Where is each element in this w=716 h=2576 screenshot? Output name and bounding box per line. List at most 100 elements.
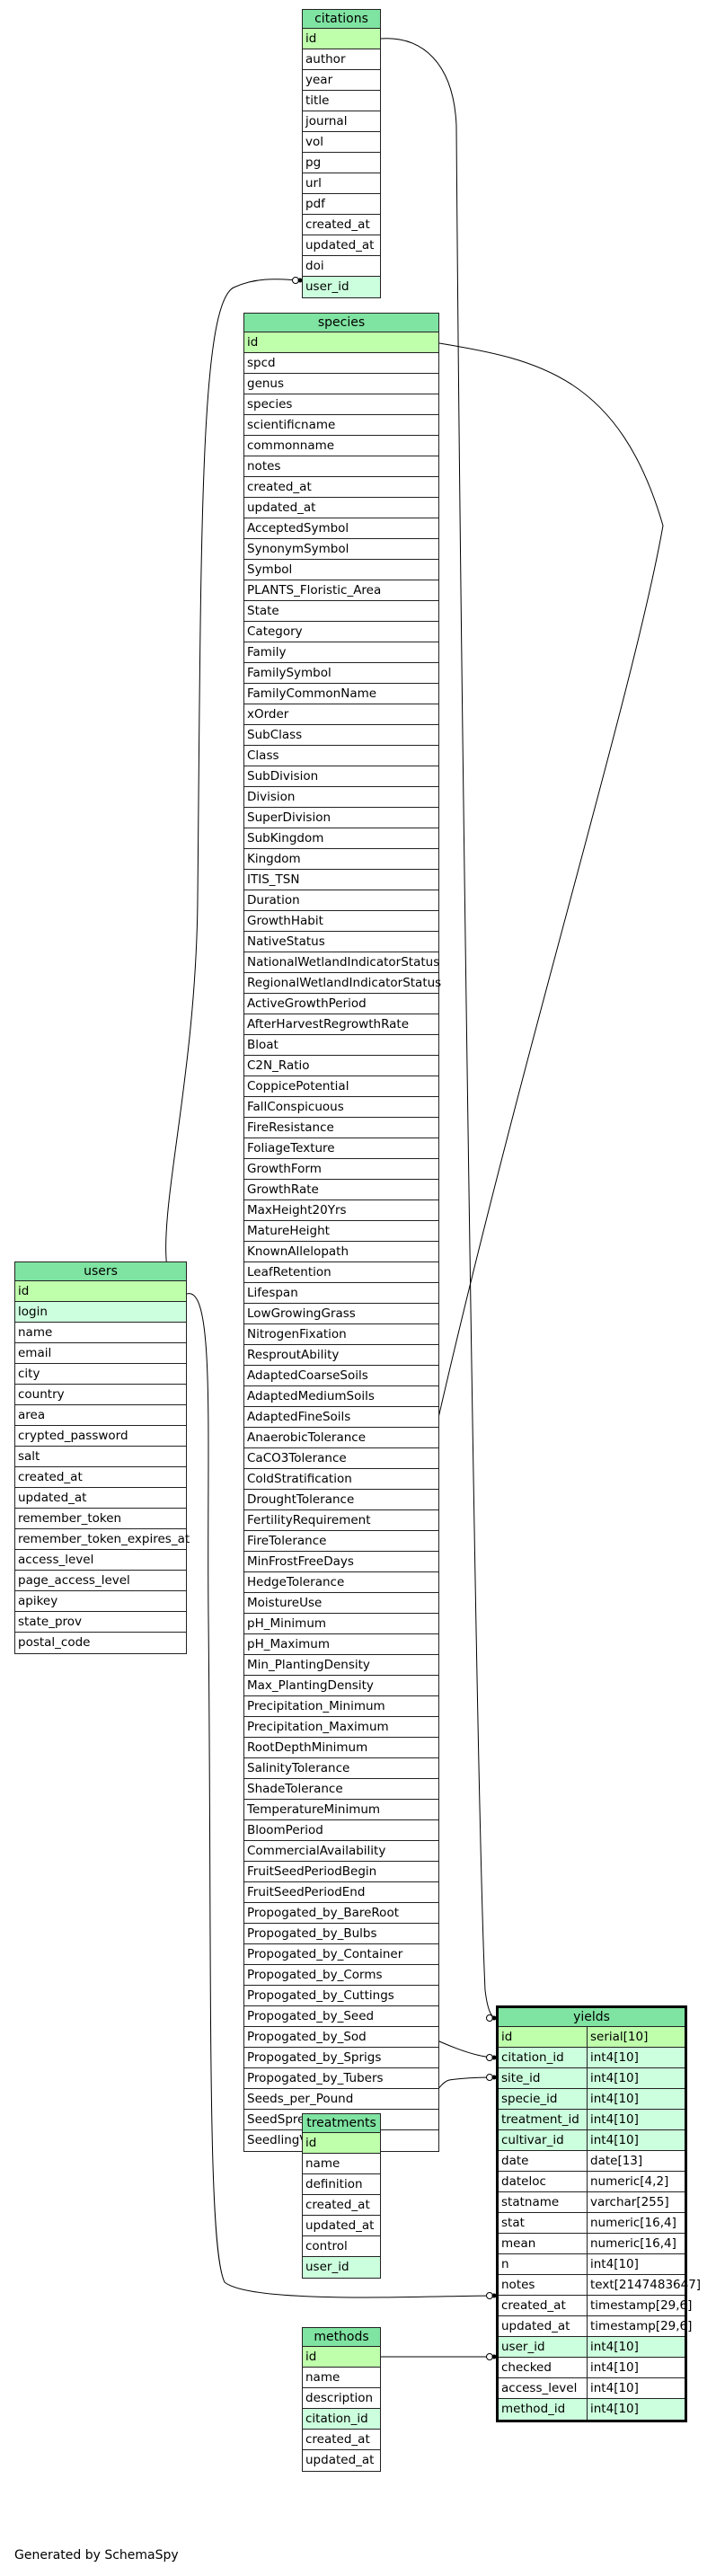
column-row[interactable]: Division <box>244 787 438 808</box>
column-row[interactable]: Bloat <box>244 1035 438 1056</box>
column-row[interactable]: name <box>15 1323 186 1343</box>
column-row[interactable]: journal <box>303 111 380 132</box>
column-row[interactable]: Propogated_by_Cuttings <box>244 1986 438 2006</box>
column-row[interactable]: remember_token <box>15 1509 186 1529</box>
column-row[interactable]: SuperDivision <box>244 808 438 828</box>
column-row[interactable]: FertilityRequirement <box>244 1510 438 1531</box>
column-row[interactable]: SynonymSymbol <box>244 539 438 560</box>
column-row[interactable]: id <box>303 2347 380 2368</box>
column-row[interactable]: AfterHarvestRegrowthRate <box>244 1014 438 1035</box>
column-row[interactable]: city <box>15 1364 186 1385</box>
column-row[interactable]: CoppicePotential <box>244 1076 438 1097</box>
column-row[interactable]: updated_at <box>303 235 380 256</box>
column-row[interactable]: Propogated_by_Seed <box>244 2006 438 2027</box>
column-row[interactable]: GrowthHabit <box>244 911 438 932</box>
column-row[interactable]: HedgeTolerance <box>244 1572 438 1593</box>
column-row[interactable]: spcd <box>244 353 438 374</box>
column-row[interactable]: AdaptedCoarseSoils <box>244 1366 438 1386</box>
column-row[interactable]: url <box>303 173 380 194</box>
column-row[interactable]: ActiveGrowthPeriod <box>244 994 438 1014</box>
column-row[interactable]: FoliageTexture <box>244 1138 438 1159</box>
column-row[interactable]: xOrder <box>244 704 438 725</box>
column-row[interactable]: Propogated_by_Tubers <box>244 2068 438 2089</box>
column-row[interactable]: ITIS_TSN <box>244 870 438 890</box>
column-row[interactable]: doi <box>303 256 380 277</box>
column-row[interactable]: salt <box>15 1447 186 1467</box>
column-row[interactable]: updated_at <box>303 2216 380 2236</box>
column-row[interactable]: definition <box>303 2174 380 2195</box>
column-row[interactable]: created_at <box>303 2195 380 2216</box>
column-row[interactable]: Propogated_by_Sprigs <box>244 2048 438 2068</box>
column-row[interactable]: PLANTS_Floristic_Area <box>244 580 438 601</box>
column-row[interactable]: pg <box>303 153 380 173</box>
column-row[interactable]: KnownAllelopath <box>244 1242 438 1262</box>
column-row[interactable]: Precipitation_Maximum <box>244 1717 438 1738</box>
column-row[interactable]: FamilyCommonName <box>244 684 438 704</box>
column-row[interactable]: ShadeTolerance <box>244 1779 438 1800</box>
column-row[interactable]: SalinityTolerance <box>244 1758 438 1779</box>
column-row[interactable]: email <box>15 1343 186 1364</box>
column-row[interactable]: crypted_password <box>15 1426 186 1447</box>
column-row[interactable]: page_access_level <box>15 1571 186 1591</box>
column-row[interactable]: Propogated_by_Sod <box>244 2027 438 2048</box>
column-row[interactable]: Duration <box>244 890 438 911</box>
column-row[interactable]: TemperatureMinimum <box>244 1800 438 1820</box>
column-row[interactable]: SubKingdom <box>244 828 438 849</box>
column-row[interactable]: C2N_Ratio <box>244 1056 438 1076</box>
column-row[interactable]: FireResistance <box>244 1118 438 1138</box>
column-row[interactable]: MinFrostFreeDays <box>244 1552 438 1572</box>
column-row[interactable]: Min_PlantingDensity <box>244 1655 438 1676</box>
column-row[interactable]: FireTolerance <box>244 1531 438 1552</box>
column-row[interactable]: NationalWetlandIndicatorStatus <box>244 952 439 973</box>
column-row[interactable]: Propogated_by_Corms <box>244 1965 438 1986</box>
column-row[interactable]: State <box>244 601 438 622</box>
column-row[interactable]: Seeds_per_Pound <box>244 2089 438 2110</box>
column-row[interactable]: ResproutAbility <box>244 1345 438 1366</box>
column-row[interactable]: MoistureUse <box>244 1593 438 1614</box>
column-row[interactable]: CommercialAvailability <box>244 1841 438 1862</box>
column-row[interactable]: user_id <box>303 277 380 297</box>
column-row[interactable]: Propogated_by_Container <box>244 1944 438 1965</box>
column-row[interactable]: Lifespan <box>244 1283 438 1304</box>
column-row[interactable]: SubDivision <box>244 766 438 787</box>
column-row[interactable]: pH_Maximum <box>244 1634 438 1655</box>
column-row[interactable]: DroughtTolerance <box>244 1490 438 1510</box>
column-row[interactable]: id <box>303 29 380 49</box>
column-row[interactable]: AdaptedMediumSoils <box>244 1386 438 1407</box>
column-row[interactable]: apikey <box>15 1591 186 1612</box>
column-row[interactable]: scientificname <box>244 415 438 436</box>
column-row[interactable]: FallConspicuous <box>244 1097 438 1118</box>
column-row[interactable]: remember_token_expires_at <box>15 1529 190 1550</box>
column-row[interactable]: Max_PlantingDensity <box>244 1676 438 1696</box>
column-row[interactable]: vol <box>303 132 380 153</box>
column-row[interactable]: created_at <box>303 2430 380 2450</box>
column-row[interactable]: year <box>303 70 380 91</box>
column-row[interactable]: NativeStatus <box>244 932 438 952</box>
column-row[interactable]: pdf <box>303 194 380 215</box>
column-row[interactable]: user_id <box>303 2257 380 2278</box>
column-row[interactable]: control <box>303 2236 380 2257</box>
column-row[interactable]: genus <box>244 374 438 394</box>
column-row[interactable]: name <box>303 2368 380 2388</box>
column-row[interactable]: name <box>303 2154 380 2174</box>
column-row[interactable]: Precipitation_Minimum <box>244 1696 438 1717</box>
